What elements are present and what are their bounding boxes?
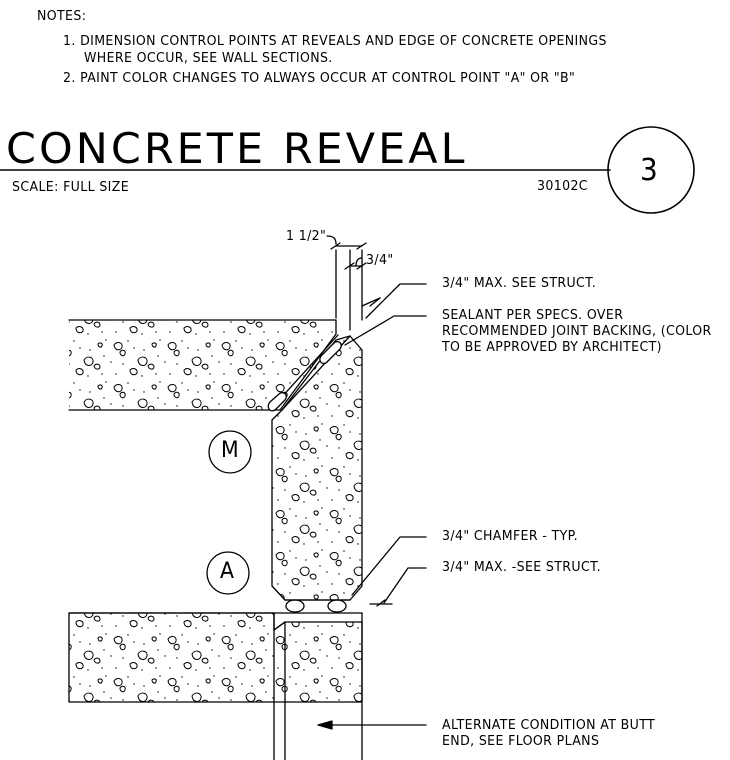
marker-m-label: M — [221, 438, 240, 463]
dimension-overall: 1 1/2" — [286, 228, 327, 244]
callout-top-max: 3/4" MAX. SEE STRUCT. — [442, 275, 597, 291]
bottom-right-slab — [284, 621, 363, 703]
sealant-bead-lower — [267, 391, 287, 412]
sealant-bead-bottom-right — [327, 599, 347, 613]
marker-m-circle — [208, 430, 252, 474]
callout-chamfer: 3/4" CHAMFER - TYP. — [442, 528, 579, 544]
top-slab — [68, 319, 337, 411]
bottom-slab — [68, 612, 286, 703]
scale-label: SCALE: FULL SIZE — [12, 179, 130, 195]
note-2: 2. PAINT COLOR CHANGES TO ALWAYS OCCUR A… — [63, 70, 576, 86]
note-1-line-2: WHERE OCCUR, SEE WALL SECTIONS. — [84, 50, 333, 66]
detail-number-circle — [607, 126, 695, 214]
sealant-bead-upper — [319, 340, 342, 365]
note-1-line-1: 1. DIMENSION CONTROL POINTS AT REVEALS A… — [63, 33, 607, 49]
marker-a-circle — [206, 551, 250, 595]
marker-a-label: A — [220, 559, 235, 584]
notes-heading: NOTES: — [37, 8, 87, 24]
wall — [271, 335, 363, 601]
callout-sealant-3: TO BE APPROVED BY ARCHITECT) — [442, 339, 662, 355]
callout-alternate-1: ALTERNATE CONDITION AT BUTT — [442, 717, 656, 733]
dimension-inner: 3/4" — [366, 252, 394, 268]
detail-title: CONCRETE REVEAL — [6, 124, 468, 173]
callout-sealant-2: RECOMMENDED JOINT BACKING, (COLOR — [442, 323, 712, 339]
sealant-bead-bottom-left — [285, 599, 305, 613]
callout-bottom-max: 3/4" MAX. -SEE STRUCT. — [442, 559, 602, 575]
callout-sealant-1: SEALANT PER SPECS. OVER — [442, 307, 624, 323]
detail-code: 30102C — [537, 178, 588, 194]
callout-alternate-2: END, SEE FLOOR PLANS — [442, 733, 600, 749]
detail-number: 3 — [640, 153, 659, 188]
